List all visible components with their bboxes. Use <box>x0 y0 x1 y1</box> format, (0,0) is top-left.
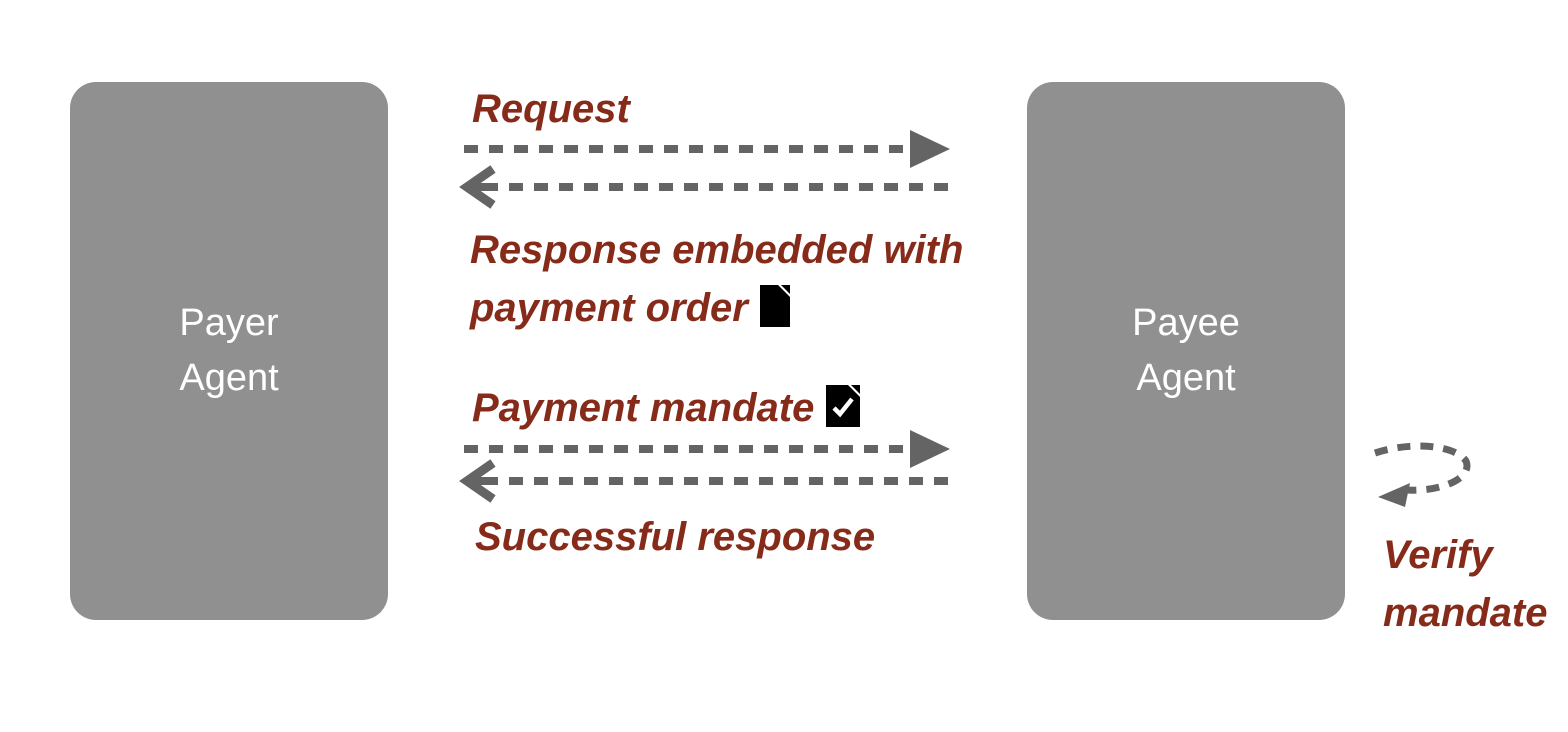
response-label-line2-text: payment order <box>470 286 748 330</box>
verify-mandate-label: Verify mandate <box>1383 526 1548 642</box>
verify-mandate-label-line1: Verify <box>1383 533 1493 577</box>
payee-agent-label-line1: Payee <box>1132 302 1240 344</box>
payer-agent-box: Payer Agent <box>70 82 388 620</box>
payment-mandate-label-text: Payment mandate <box>472 386 815 430</box>
payment-order-document-icon <box>759 285 791 344</box>
payer-agent-label-line1: Payer <box>179 302 279 344</box>
response-label: Response embedded with payment order <box>470 221 963 344</box>
payee-agent-box: Payee Agent <box>1027 82 1345 620</box>
request-arrow-right-icon <box>464 130 950 168</box>
payment-mandate-document-check-icon <box>826 385 862 444</box>
mandate-arrow-right-icon <box>464 430 950 468</box>
response-arrow-left-icon <box>459 165 952 209</box>
verify-loop-arrow-icon <box>1373 442 1471 507</box>
payee-agent-label: Payee Agent <box>1132 296 1240 406</box>
request-label: Request <box>472 87 630 131</box>
verify-mandate-label-line2: mandate <box>1383 591 1548 635</box>
response-label-line2: payment order <box>470 279 963 344</box>
payer-agent-label-line2: Agent <box>179 357 279 399</box>
success-arrow-left-icon <box>459 459 952 503</box>
payer-agent-label: Payer Agent <box>179 296 278 406</box>
response-label-line1: Response embedded with <box>470 228 964 272</box>
payee-agent-label-line2: Agent <box>1136 357 1236 399</box>
successful-response-label: Successful response <box>475 515 876 559</box>
payment-mandate-label: Payment mandate <box>472 379 862 444</box>
